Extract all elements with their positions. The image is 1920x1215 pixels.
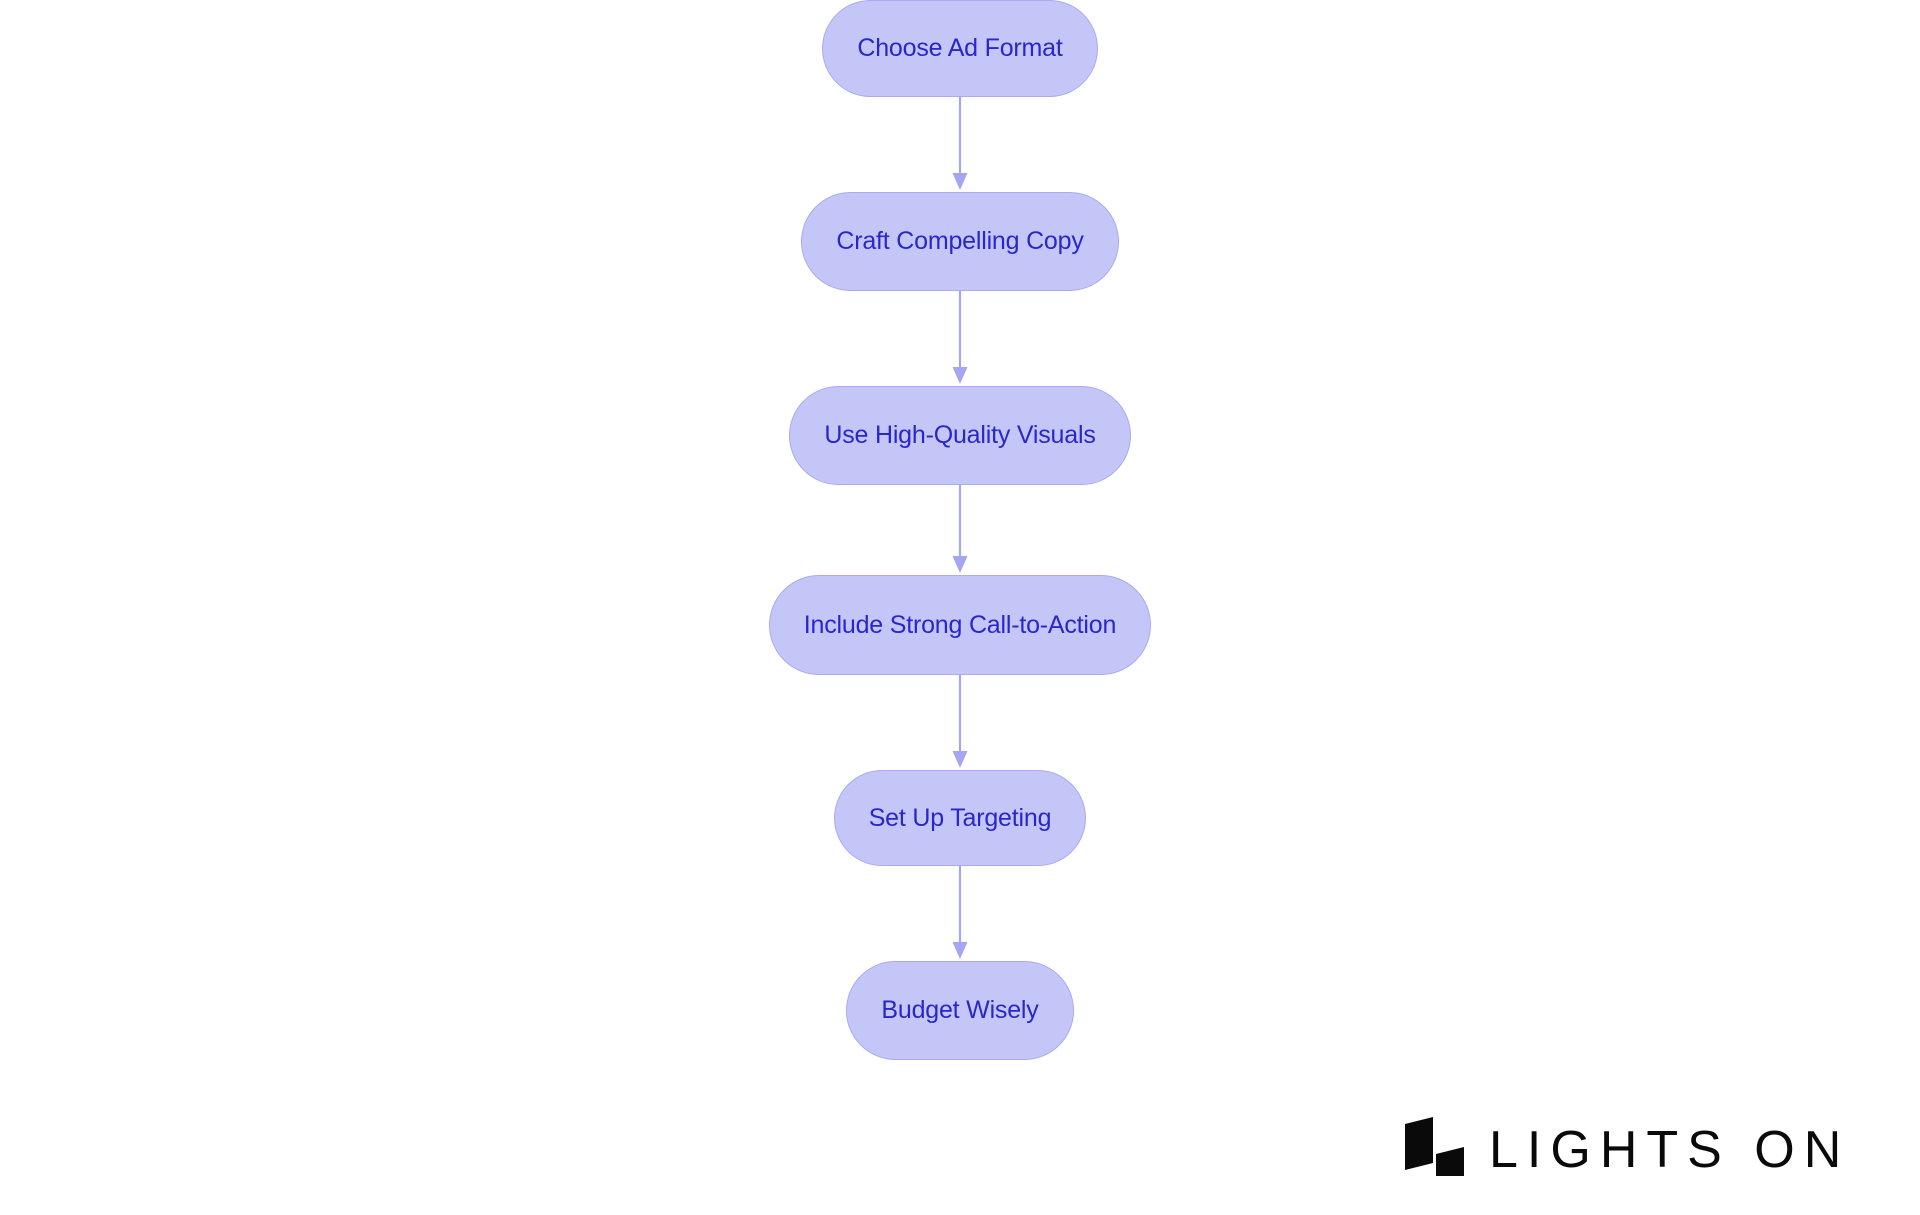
flow-arrow-4	[948, 675, 972, 770]
flow-node-include-strong-call-to-action[interactable]: Include Strong Call-to-Action	[768, 575, 1152, 675]
flow-node-choose-ad-format[interactable]: Choose Ad Format	[822, 0, 1098, 97]
brand-wordmark: LIGHTS ON	[1489, 1120, 1851, 1179]
flow-node-label: Choose Ad Format	[857, 34, 1063, 62]
flow-arrow-2	[948, 291, 972, 386]
lights-on-mark-icon	[1403, 1116, 1465, 1183]
brand-logo: LIGHTS ON	[1403, 1116, 1850, 1183]
flow-arrow-3	[948, 485, 972, 575]
flow-node-label: Budget Wisely	[881, 996, 1039, 1024]
flow-node-use-high-quality-visuals[interactable]: Use High-Quality Visuals	[789, 386, 1131, 485]
flow-node-set-up-targeting[interactable]: Set Up Targeting	[833, 770, 1087, 866]
flow-arrow-1	[948, 97, 972, 192]
flow-node-label: Craft Compelling Copy	[836, 227, 1084, 255]
flow-node-label: Use High-Quality Visuals	[824, 421, 1096, 449]
flowchart-node-column: Choose Ad Format Craft Compelling Copy U…	[768, 0, 1152, 1060]
flow-node-label: Set Up Targeting	[868, 803, 1052, 832]
flow-node-label: Include Strong Call-to-Action	[803, 610, 1117, 639]
flow-node-budget-wisely[interactable]: Budget Wisely	[846, 961, 1074, 1060]
flow-node-craft-compelling-copy[interactable]: Craft Compelling Copy	[801, 192, 1119, 291]
flow-arrow-5	[948, 866, 972, 961]
